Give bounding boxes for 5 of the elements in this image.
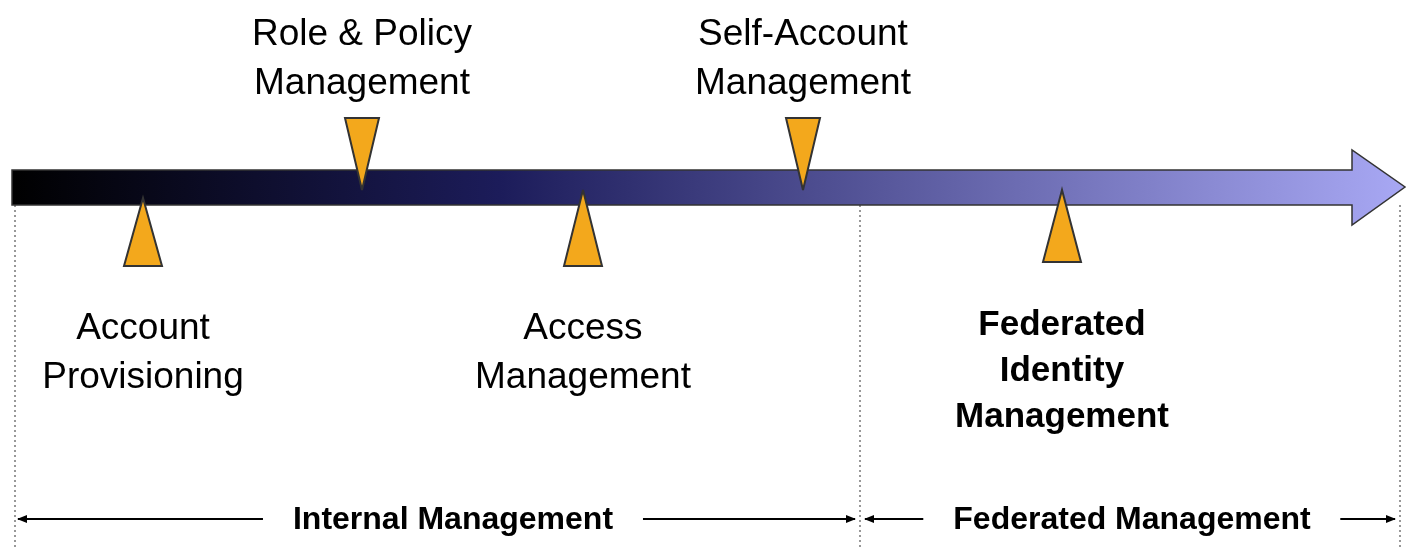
milestone-label: Account Provisioning <box>41 305 245 398</box>
milestone-label: Access Management <box>474 305 692 398</box>
milestone-label: Self-Account Management <box>694 11 912 104</box>
milestone-label: Role & Policy Management <box>251 11 473 104</box>
milestone-label: Federated Identity Management <box>954 302 1170 436</box>
